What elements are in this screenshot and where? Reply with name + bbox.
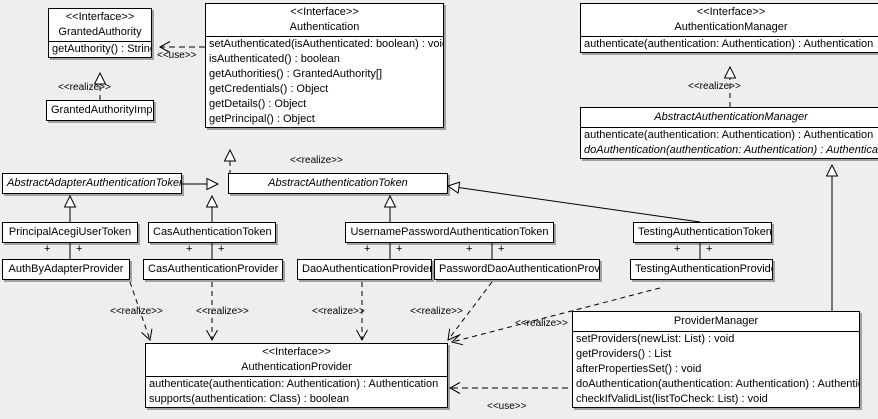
multiplicity-marker: + (186, 243, 193, 255)
class-name: PrincipalAcegiUserToken (8, 226, 132, 238)
class-testing-authentication-provider[interactable]: TestingAuthenticationProvider (630, 259, 773, 280)
method-item: getAuthority() : String (52, 43, 151, 55)
multiplicity-marker: + (364, 243, 371, 255)
class-name: PasswordDaoAuthenticationProvider (439, 263, 599, 275)
abstract-method-item: doAuthentication(authentication: Authent… (584, 144, 878, 156)
class-header: <<Interface>> GrantedAuthority (49, 9, 151, 41)
class-principal-acegi-user-token[interactable]: PrincipalAcegiUserToken (2, 222, 138, 243)
method-item: authenticate(authentication: Authenticat… (584, 129, 874, 141)
multiplicity-marker: + (218, 243, 225, 255)
class-name: AuthByAdapterProvider (8, 263, 124, 275)
edge-label-use-provider-manager: <<use>> (487, 401, 527, 412)
method-item: isAuthenticated() : boolean (209, 53, 340, 65)
method-item: checkIfValidList(listToCheck: List) : vo… (576, 393, 768, 405)
class-password-dao-authentication-provider[interactable]: PasswordDaoAuthenticationProvider (434, 259, 600, 280)
edge-label-realize-provider-2: <<realize>> (196, 306, 249, 317)
method-item: doAuthentication(authentication: Authent… (576, 378, 859, 390)
edge-label-realize-provider-4: <<realize>> (410, 306, 463, 317)
method-item: getCredentials() : Object (209, 83, 329, 95)
multiplicity-marker: + (466, 243, 473, 255)
class-name: Authentication (289, 21, 360, 33)
member-list: getAuthority() : String (49, 41, 151, 57)
class-header: <<Interface>> AuthenticationProvider (146, 344, 447, 376)
edge-label-realize-granted-authority: <<realize>> (58, 82, 111, 93)
stereotype-label: <<Interface>> (262, 346, 331, 358)
multiplicity-marker: + (498, 243, 505, 255)
class-name: GrantedAuthorityImpl (51, 104, 153, 116)
member-list: authenticate(authentication: Authenticat… (581, 36, 878, 52)
method-item: authenticate(authentication: Authenticat… (584, 38, 874, 50)
class-name: DaoAuthenticationProvider (302, 263, 431, 275)
method-item: getAuthorities() : GrantedAuthority[] (209, 68, 383, 80)
class-name: AuthenticationProvider (241, 361, 352, 373)
class-name: UsernamePasswordAuthenticationToken (350, 226, 549, 238)
method-item: getProviders() : List (576, 348, 672, 360)
class-cas-authentication-token[interactable]: CasAuthenticationToken (148, 222, 276, 243)
stereotype-label: <<Interface>> (696, 6, 766, 18)
method-item: authenticate(authentication: Authenticat… (149, 378, 439, 390)
class-provider-manager[interactable]: ProviderManager setProviders(newList: Li… (572, 311, 860, 408)
multiplicity-marker: + (674, 243, 681, 255)
edge-label-realize-authentication: <<realize>> (290, 155, 343, 166)
class-name: GrantedAuthority (58, 26, 142, 38)
class-name: TestingAuthenticationProvider (635, 263, 772, 275)
class-authentication-provider[interactable]: <<Interface>> AuthenticationProvider aut… (145, 343, 448, 408)
member-list: authenticate(authentication: Authenticat… (146, 376, 447, 407)
class-authentication-manager[interactable]: <<Interface>> AuthenticationManager auth… (580, 3, 878, 53)
class-name: CasAuthenticationToken (153, 226, 272, 238)
class-abstract-adapter-authentication-token[interactable]: AbstractAdapterAuthenticationToken (2, 173, 182, 194)
method-item: afterPropertiesSet() : void (576, 363, 702, 375)
class-abstract-authentication-token[interactable]: AbstractAuthenticationToken (228, 173, 448, 194)
multiplicity-marker: + (76, 243, 83, 255)
method-item: getPrincipal() : Object (209, 113, 315, 125)
class-name: TestingAuthenticationToken (638, 226, 771, 238)
class-abstract-authentication-manager[interactable]: AbstractAuthenticationManager authentica… (580, 107, 878, 159)
class-dao-authentication-provider[interactable]: DaoAuthenticationProvider (297, 259, 432, 280)
edge-label-use-granted-authority: <<use>> (157, 50, 197, 61)
edge-label-realize-authentication-manager: <<realize>> (688, 81, 741, 92)
edge-label-realize-provider-1: <<realize>> (110, 306, 163, 317)
stereotype-label: <<Interface>> (290, 6, 359, 18)
member-list: setProviders(newList: List) : void getPr… (573, 331, 859, 407)
class-testing-authentication-token[interactable]: TestingAuthenticationToken (633, 222, 772, 243)
edge-label-realize-provider-5: <<realize>> (515, 318, 568, 329)
class-name: CasAuthenticationProvider (148, 263, 279, 275)
method-item: setAuthenticated(isAuthenticated: boolea… (209, 38, 443, 50)
multiplicity-marker: + (396, 243, 403, 255)
class-name: AuthenticationManager (674, 21, 788, 33)
class-username-password-authentication-token[interactable]: UsernamePasswordAuthenticationToken (345, 222, 554, 243)
class-header: <<Interface>> Authentication (206, 4, 443, 36)
method-item: setProviders(newList: List) : void (576, 333, 735, 345)
class-name: ProviderManager (673, 315, 759, 327)
class-authentication[interactable]: <<Interface>> Authentication setAuthenti… (205, 3, 444, 128)
member-list: authenticate(authentication: Authenticat… (581, 127, 878, 158)
class-auth-by-adapter-provider[interactable]: AuthByAdapterProvider (2, 259, 130, 280)
stereotype-label: <<Interface>> (65, 11, 135, 23)
class-granted-authority-impl[interactable]: GrantedAuthorityImpl (46, 100, 154, 121)
class-granted-authority[interactable]: <<Interface>> GrantedAuthority getAuthor… (48, 8, 152, 58)
class-cas-authentication-provider[interactable]: CasAuthenticationProvider (143, 259, 283, 280)
class-name: AbstractAuthenticationManager (654, 111, 808, 123)
class-name: AbstractAuthenticationToken (268, 177, 408, 189)
multiplicity-marker: + (706, 243, 713, 255)
multiplicity-marker: + (44, 243, 51, 255)
method-item: supports(authentication: Class) : boolea… (149, 393, 349, 405)
class-name: AbstractAdapterAuthenticationToken (7, 177, 181, 189)
edge-label-realize-provider-3: <<realize>> (312, 306, 365, 317)
member-list: setAuthenticated(isAuthenticated: boolea… (206, 36, 443, 127)
method-item: getDetails() : Object (209, 98, 307, 110)
class-header: <<Interface>> AuthenticationManager (581, 4, 878, 36)
